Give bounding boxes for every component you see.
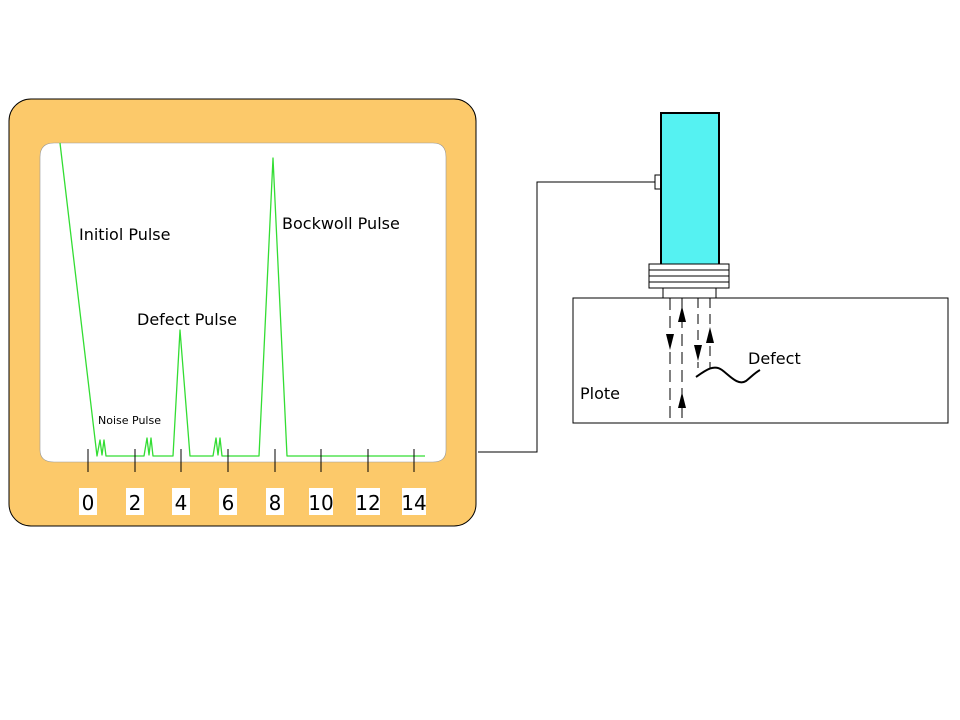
tick-label: 10 (308, 491, 333, 515)
plate: Plote Defect (572, 297, 949, 424)
tick-label-box (172, 488, 190, 515)
initial-pulse-label: Initiol Pulse (79, 225, 170, 244)
tick-label-box (79, 488, 97, 515)
arrow-up-icon (678, 306, 686, 322)
tick-label: 0 (82, 491, 95, 515)
backwall-pulse-label: Bockwoll Pulse (282, 214, 400, 233)
time-axis: 0 2 4 6 8 10 12 14 (79, 449, 427, 515)
tick-label: 14 (401, 491, 426, 515)
transducer-body (660, 112, 720, 267)
tick-label-box (126, 488, 144, 515)
tick-label-box (356, 488, 380, 515)
cable (478, 181, 656, 453)
defect-pulse-label: Defect Pulse (137, 310, 237, 329)
noise-pulse-label: Noise Pulse (98, 414, 161, 427)
defect-label: Defect (748, 349, 801, 368)
monitor: 0 2 4 6 8 10 12 14 Initiol Pulse Noise P… (8, 98, 477, 527)
plate-label: Plote (580, 384, 620, 403)
tick-label-box (219, 488, 237, 515)
arrow-up-icon (678, 392, 686, 408)
transducer-face (662, 287, 717, 299)
tick-label: 12 (355, 491, 380, 515)
tick-label: 4 (175, 491, 188, 515)
signal-trace (59, 142, 425, 457)
monitor-screen (39, 142, 447, 463)
tick-label-box (309, 488, 333, 515)
tick-label-box (266, 488, 284, 515)
tick-label: 8 (269, 491, 282, 515)
transducer (648, 112, 730, 299)
arrow-down-icon (694, 345, 702, 361)
tick-label: 2 (129, 491, 142, 515)
defect-crack (695, 366, 761, 384)
tick-label-box (402, 488, 426, 515)
arrow-down-icon (666, 334, 674, 350)
arrow-up-icon (706, 327, 714, 343)
plate-body (572, 297, 949, 424)
tick-label: 6 (222, 491, 235, 515)
